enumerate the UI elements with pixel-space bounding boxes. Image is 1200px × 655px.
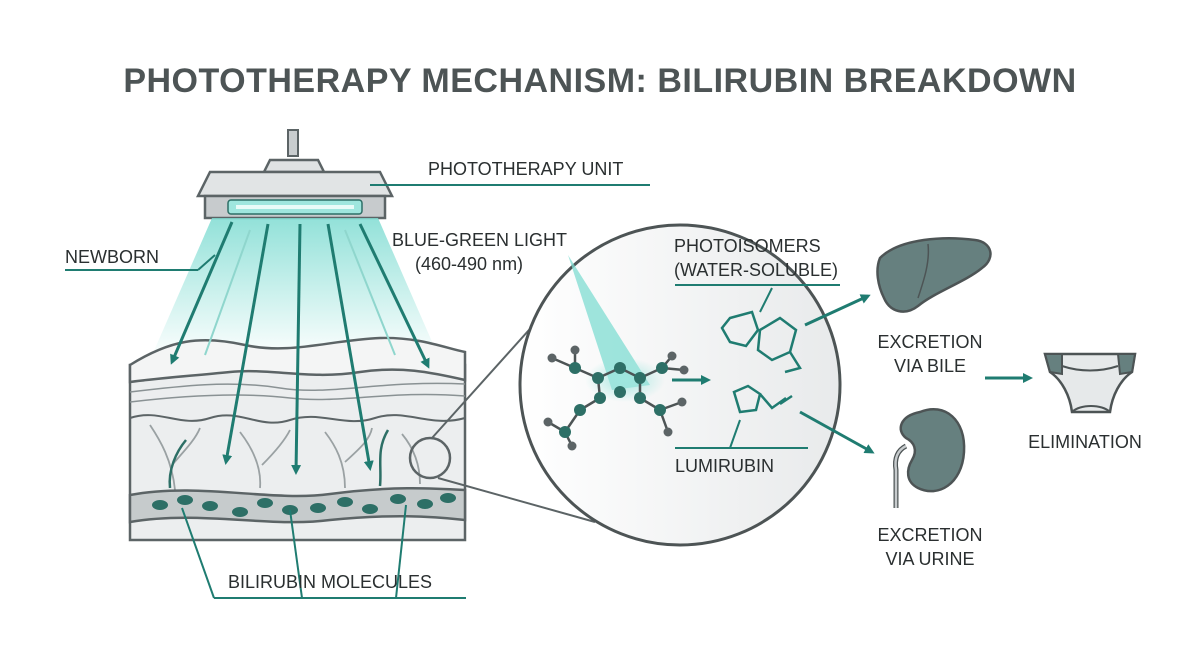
label-newborn: NEWBORN (65, 247, 159, 267)
label-underlines (65, 184, 840, 599)
phototherapy-lamp-icon (195, 129, 395, 220)
lumirubin-pointer (729, 419, 741, 449)
skin-cross-section (128, 336, 467, 542)
photoisomers-pointer (759, 287, 773, 313)
label-photoisomers-line1: PHOTOISOMERS (674, 236, 821, 256)
label-light-line1: BLUE-GREEN LIGHT (392, 230, 567, 250)
bilirubin-molecules-in-vessel (152, 493, 456, 517)
liver-icon (876, 237, 992, 313)
lumirubin-structure (732, 384, 793, 414)
label-urine-line1: EXCRETION (877, 525, 982, 545)
magnified-view (518, 223, 842, 547)
label-elimination: ELIMINATION (1028, 432, 1142, 452)
light-ray-arrows (170, 221, 430, 475)
diaper-icon (1043, 352, 1137, 414)
light-beam (150, 218, 440, 360)
zoom-target-circle (408, 436, 452, 480)
label-lumirubin: LUMIRUBIN (675, 456, 774, 476)
photoisomer-structures (720, 310, 802, 374)
arrow-to-kidney (799, 410, 875, 454)
label-bile-line1: EXCRETION (877, 332, 982, 352)
label-light-line2: (460-490 nm) (415, 254, 523, 274)
bilirubin-molecule-icon (543, 345, 689, 451)
label-bilirubin-molecules: BILIRUBIN MOLECULES (228, 572, 432, 592)
label-urine-line2: VIA URINE (885, 549, 974, 569)
kidney-icon (893, 408, 966, 508)
page-title: PHOTOTHERAPY MECHANISM: BILIRUBIN BREAKD… (123, 62, 1077, 100)
arrow-to-liver (804, 294, 871, 327)
label-photoisomers-line2: (WATER-SOLUBLE) (674, 260, 838, 280)
light-ray-faint (204, 229, 396, 356)
label-bile-line2: VIA BILE (894, 356, 966, 376)
label-phototherapy-unit: PHOTOTHERAPY UNIT (428, 159, 623, 179)
label-pointers (181, 254, 407, 599)
